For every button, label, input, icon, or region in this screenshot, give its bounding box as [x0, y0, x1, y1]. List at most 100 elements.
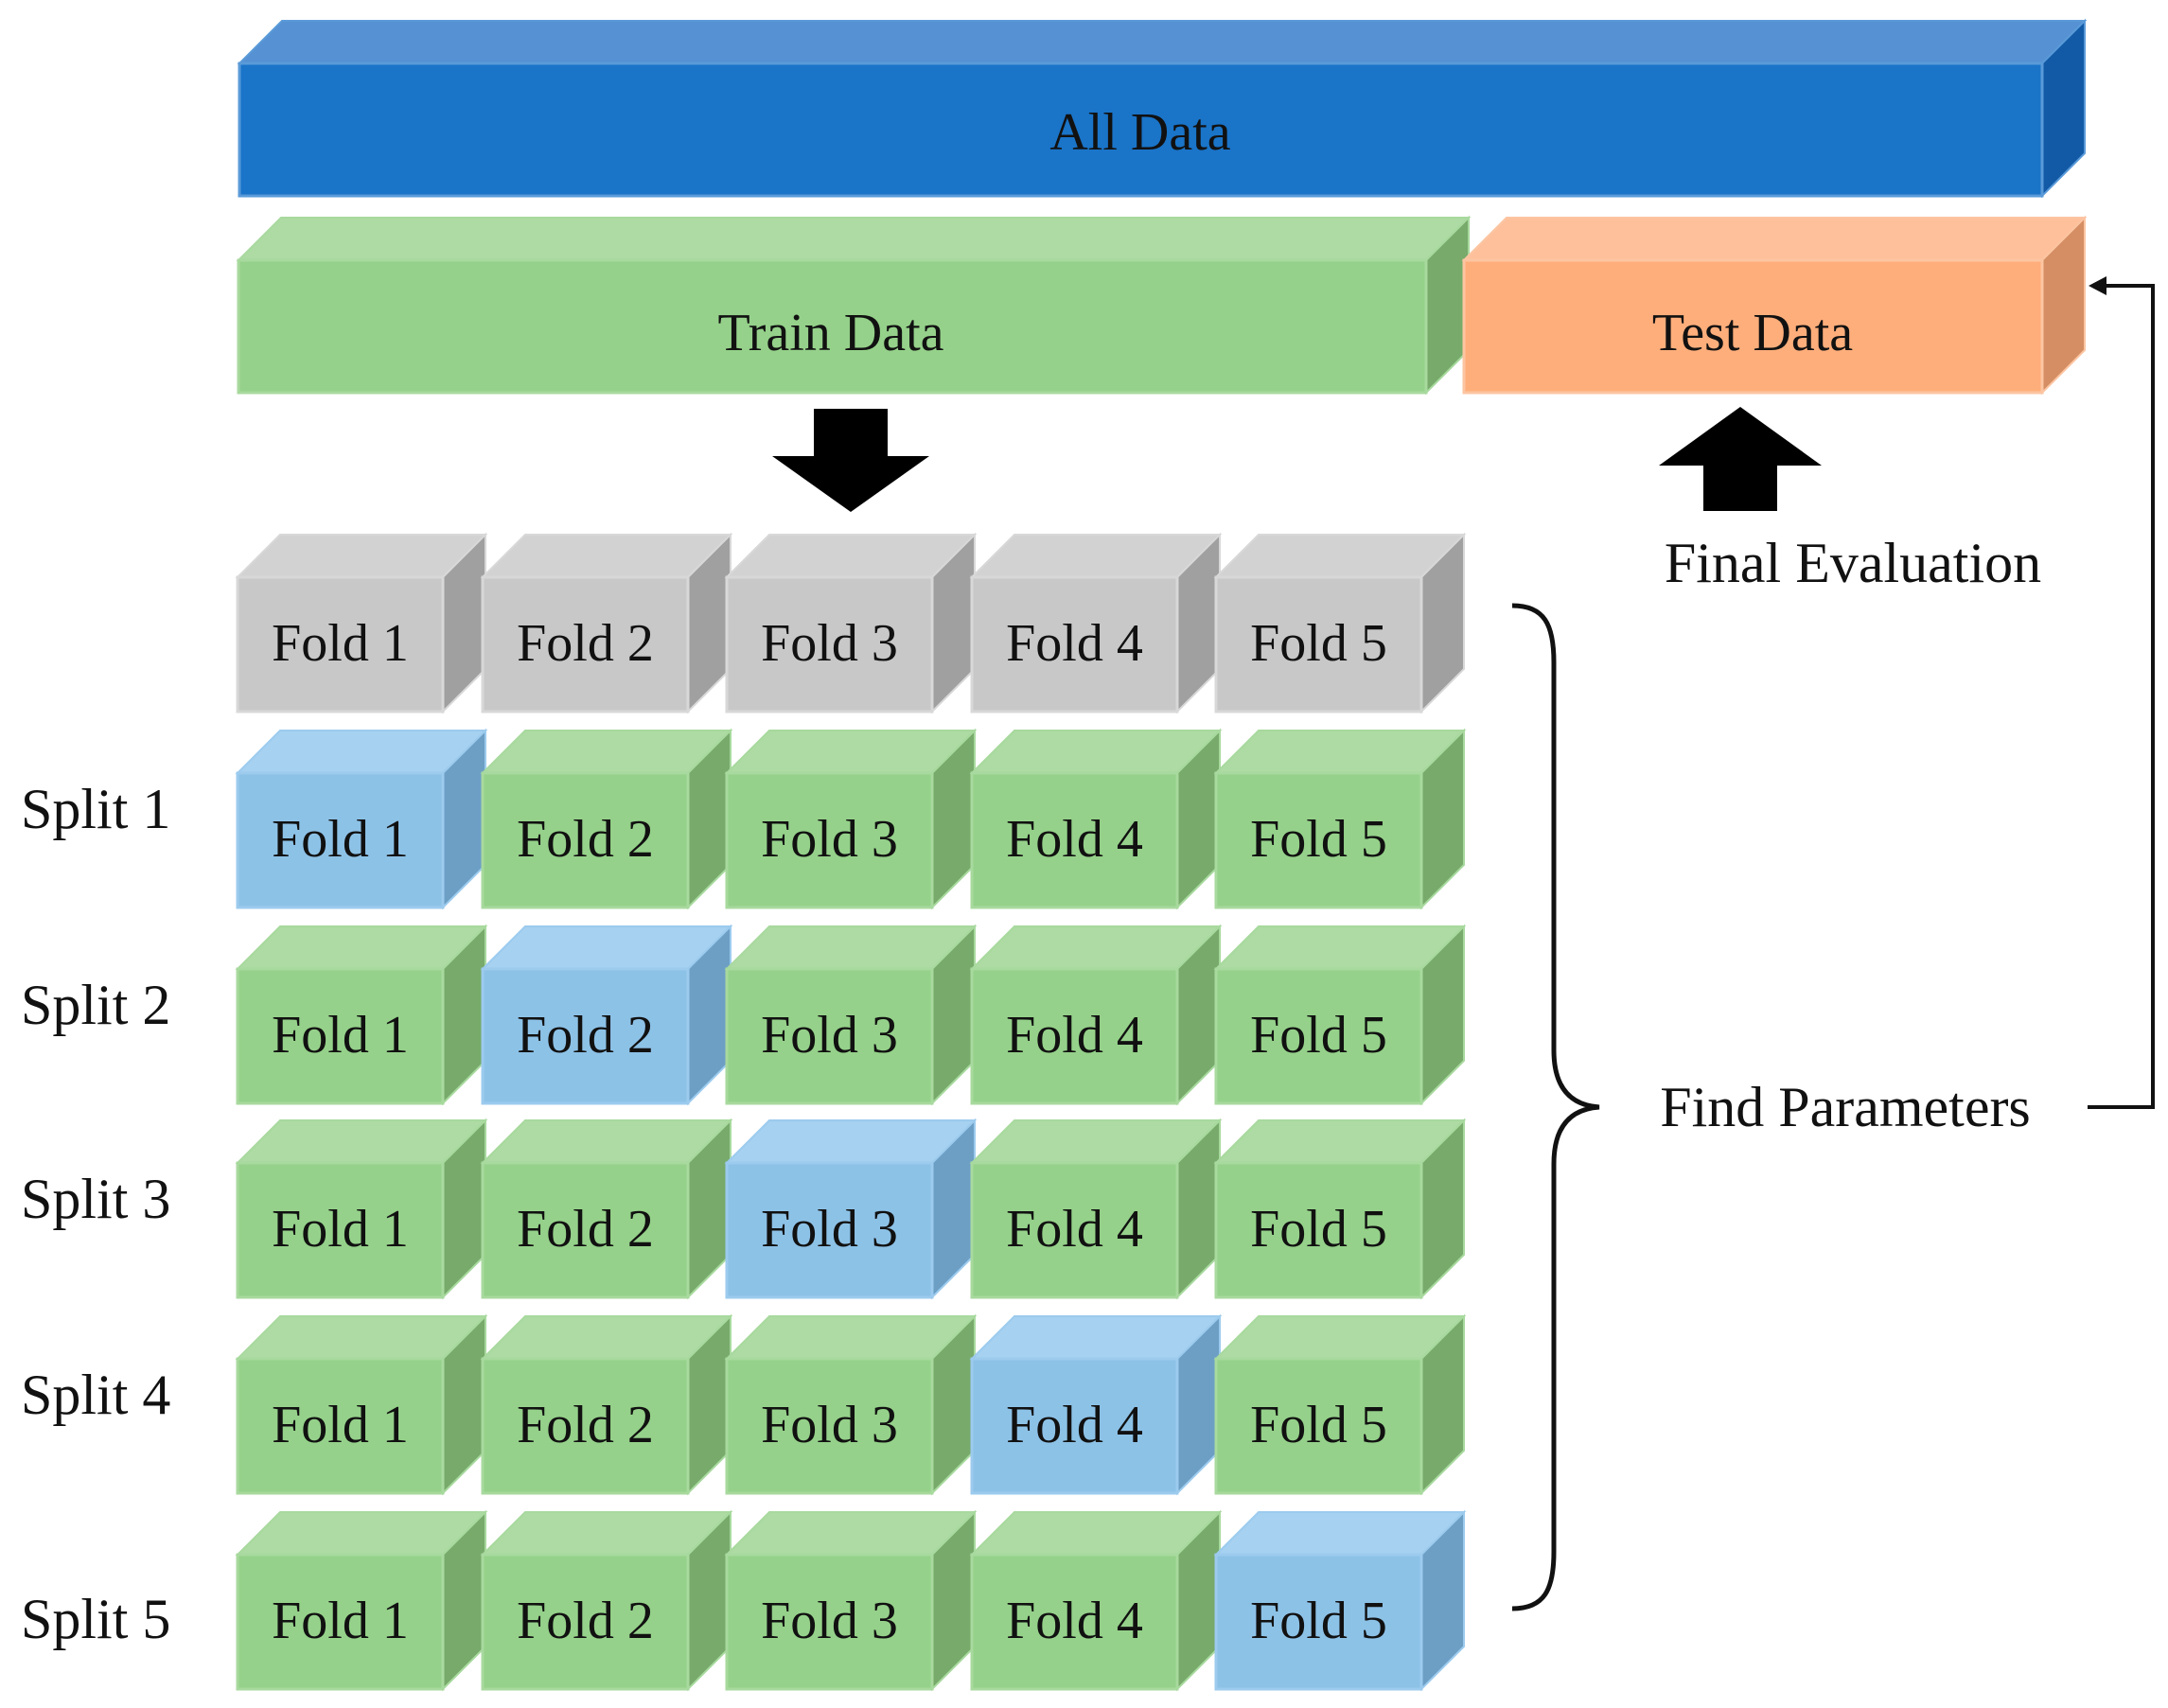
split-3-fold-5-label: Fold 5 — [1250, 1200, 1387, 1259]
split-3-fold-3-label: Fold 3 — [761, 1200, 898, 1259]
header-fold-2-block-front-face — [481, 575, 690, 713]
test-data-block — [1461, 215, 2088, 396]
split-4-fold-1-label: Fold 1 — [272, 1396, 409, 1454]
split-2-label: Split 2 — [21, 974, 170, 1036]
split-2-fold-1-block — [235, 924, 488, 1106]
split-2-fold-5-label: Fold 5 — [1250, 1006, 1387, 1065]
split-1-fold-3-label: Fold 3 — [761, 810, 898, 869]
split-5-fold-3-block-front-face — [725, 1553, 934, 1691]
header-fold-5-block — [1213, 532, 1467, 714]
split-2-fold-4-block-front-face — [970, 967, 1179, 1105]
header-fold-4-block — [969, 532, 1223, 714]
split-2-fold-1-block-front-face — [236, 967, 445, 1105]
split-2-fold-2-block — [480, 924, 733, 1106]
header-fold-3-block-front-face — [725, 575, 934, 713]
split-5-fold-2-block-front-face — [481, 1553, 690, 1691]
header-fold-5-label: Fold 5 — [1250, 614, 1387, 673]
split-1-fold-1-block-front-face — [236, 771, 445, 909]
split-1-label: Split 1 — [21, 778, 170, 840]
split-1-fold-1-block — [235, 728, 488, 910]
split-2-fold-1-label: Fold 1 — [272, 1006, 409, 1065]
feedback-arrowhead-icon — [2089, 276, 2106, 295]
split-5-fold-3-label: Fold 3 — [761, 1592, 898, 1650]
split-4-fold-4-block — [969, 1313, 1223, 1496]
header-fold-5-block-front-face — [1214, 575, 1423, 713]
split-3-fold-4-block — [969, 1118, 1223, 1300]
split-5-fold-5-label: Fold 5 — [1250, 1592, 1387, 1650]
split-2-fold-3-block — [724, 924, 978, 1106]
down-arrow-icon — [772, 409, 929, 512]
split-4-fold-3-label: Fold 3 — [761, 1396, 898, 1454]
split-4-fold-2-label: Fold 2 — [517, 1396, 654, 1454]
train-data-block-front-face — [237, 258, 1428, 395]
split-3-fold-5-block — [1213, 1118, 1467, 1300]
split-4-fold-2-block — [480, 1313, 733, 1496]
train-data-block-top-face — [236, 217, 1472, 261]
test-data-block-top-face — [1461, 217, 2088, 261]
final-evaluation-label: Final Evaluation — [1665, 532, 2041, 594]
up-arrow-icon — [1659, 407, 1822, 511]
split-5-fold-2-label: Fold 2 — [517, 1592, 654, 1650]
header-fold-2-label: Fold 2 — [517, 614, 654, 673]
split-2-fold-5-block-front-face — [1214, 967, 1423, 1105]
split-5-fold-2-block — [480, 1509, 733, 1692]
split-4-label: Split 4 — [21, 1364, 170, 1426]
split-3-fold-1-block-front-face — [236, 1161, 445, 1299]
test-data-bar — [1461, 215, 2088, 396]
split-1-fold-4-label: Fold 4 — [1006, 810, 1143, 869]
split-4-fold-1-block-front-face — [236, 1357, 445, 1495]
header-fold-3-label: Fold 3 — [761, 614, 898, 673]
header-fold-4-block-front-face — [970, 575, 1179, 713]
all-data-bar — [237, 18, 2088, 199]
test-data-label: Test Data — [1652, 304, 1853, 362]
split-5-fold-3-block — [724, 1509, 978, 1692]
split-1-fold-4-block-front-face — [970, 771, 1179, 909]
split-5-label: Split 5 — [21, 1588, 170, 1650]
split-2-fold-3-block-front-face — [725, 967, 934, 1105]
split-4-fold-3-block-front-face — [725, 1357, 934, 1495]
split-4-fold-3-block — [724, 1313, 978, 1496]
split-3-fold-3-block-front-face — [725, 1161, 934, 1299]
split-2-fold-3-label: Fold 3 — [761, 1006, 898, 1065]
split-1-fold-4-block — [969, 728, 1223, 910]
split-4-fold-1-block — [235, 1313, 488, 1496]
train-data-bar — [236, 215, 1472, 396]
train-data-label: Train Data — [717, 304, 943, 362]
split-2-fold-2-label: Fold 2 — [517, 1006, 654, 1065]
header-fold-2-block — [480, 532, 733, 714]
all-data-block-top-face — [237, 20, 2088, 64]
split-5-fold-4-label: Fold 4 — [1006, 1592, 1143, 1650]
fold-grid: Fold 1 Fold 2 Fold 3 Fold 4 Fold 5 Fold 1 Fold… — [235, 532, 1467, 1692]
test-data-block-front-face — [1462, 258, 2044, 395]
split-3-fold-2-label: Fold 2 — [517, 1200, 654, 1259]
split-5-fold-5-block-front-face — [1214, 1553, 1423, 1691]
find-parameters-label: Find Parameters — [1660, 1076, 2031, 1138]
split-1-fold-3-block — [724, 728, 978, 910]
split-2-fold-2-block-front-face — [481, 967, 690, 1105]
split-3-fold-4-label: Fold 4 — [1006, 1200, 1143, 1259]
split-4-fold-4-block-front-face — [970, 1357, 1179, 1495]
header-fold-1-block — [235, 532, 488, 714]
feedback-line — [2088, 284, 2155, 1109]
header-fold-4-label: Fold 4 — [1006, 614, 1143, 673]
split-5-fold-4-block-front-face — [970, 1553, 1179, 1691]
split-3-fold-2-block-front-face — [481, 1161, 690, 1299]
all-data-block — [237, 18, 2088, 199]
split-3-fold-3-block — [724, 1118, 978, 1300]
split-1-fold-2-block — [480, 728, 733, 910]
split-3-fold-4-block-front-face — [970, 1161, 1179, 1299]
split-3-fold-5-block-front-face — [1214, 1161, 1423, 1299]
all-data-block-front-face — [238, 62, 2044, 198]
split-4-fold-2-block-front-face — [481, 1357, 690, 1495]
train-data-block — [236, 215, 1472, 396]
split-5-fold-1-label: Fold 1 — [272, 1592, 409, 1650]
header-fold-1-block-front-face — [236, 575, 445, 713]
split-1-fold-3-block-front-face — [725, 771, 934, 909]
all-data-label: All Data — [1049, 103, 1230, 162]
split-5-fold-1-block — [235, 1509, 488, 1692]
split-1-fold-5-label: Fold 5 — [1250, 810, 1387, 869]
split-5-fold-1-block-front-face — [236, 1553, 445, 1691]
